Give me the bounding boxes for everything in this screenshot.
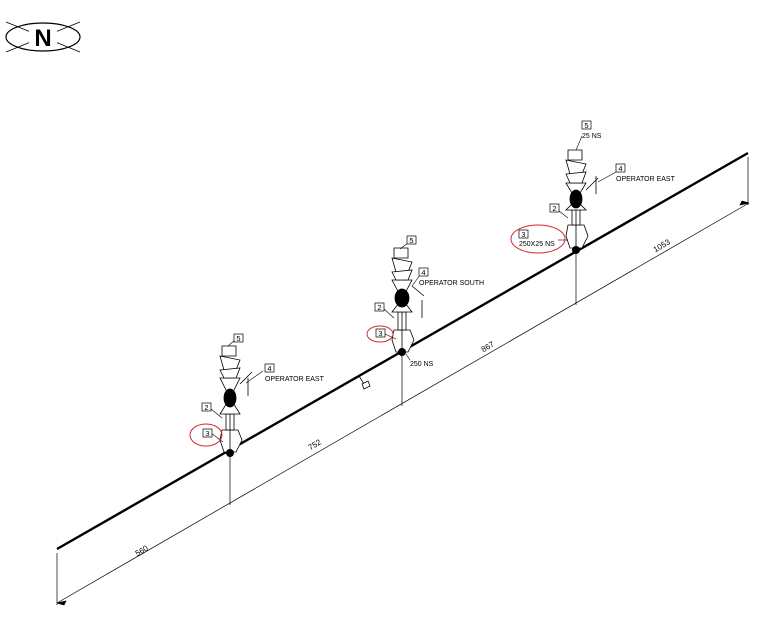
- east-callout-3: 3: [518, 229, 529, 239]
- svg-text:2: 2: [204, 403, 208, 412]
- svg-text:5: 5: [236, 334, 240, 343]
- svg-text:2: 2: [552, 204, 556, 213]
- east-branch-highlight: [510, 224, 566, 254]
- middle-callout-4: 4: [418, 267, 429, 277]
- svg-text:2: 2: [377, 303, 381, 312]
- svg-text:3: 3: [205, 429, 209, 438]
- middle-callout-3: 3: [375, 328, 386, 338]
- east-branch-node: [572, 246, 580, 254]
- west-callout-3: 3: [202, 428, 213, 438]
- svg-text:4: 4: [267, 364, 271, 373]
- svg-text:3: 3: [378, 329, 382, 338]
- east-callout-4: 4: [615, 163, 626, 173]
- dimension-752: 752: [307, 437, 324, 452]
- svg-text:5: 5: [584, 121, 588, 130]
- valve-assembly-east: [565, 149, 599, 249]
- valve-assembly-west: [219, 345, 253, 453]
- svg-text:5: 5: [409, 236, 413, 245]
- east-callout-2: 2: [549, 203, 560, 213]
- dimension-867: 867: [480, 339, 497, 354]
- middle-size-text: 250 NS: [410, 361, 434, 368]
- middle-callout-2: 2: [374, 302, 385, 312]
- dimension-1053: 1053: [652, 237, 672, 254]
- middle-callout-5: 5: [406, 235, 417, 245]
- west-operator-text: OPERATOR EAST: [265, 376, 325, 383]
- middle-operator-text: OPERATOR SOUTH: [419, 280, 484, 287]
- svg-text:3: 3: [521, 230, 525, 239]
- west-callout-5: 5: [233, 333, 244, 343]
- north-letter: N: [34, 25, 51, 52]
- east-top-size-text: 25 NS: [582, 133, 602, 140]
- east-operator-text: OPERATOR EAST: [616, 176, 676, 183]
- west-branch-node: [226, 449, 234, 457]
- middle-branch-node: [398, 348, 406, 356]
- west-branch-highlight: [189, 423, 223, 447]
- pipe-support-marker: [358, 375, 371, 390]
- east-callout-5: 5: [581, 120, 592, 130]
- north-marker: N: [5, 21, 81, 53]
- dimension-line: [56, 157, 750, 606]
- valve-assembly-middle: [391, 247, 425, 353]
- dimension-560: 560: [134, 543, 151, 558]
- west-leaders: [210, 339, 264, 443]
- east-size-text: 250X25 NS: [519, 241, 555, 248]
- west-callout-2: 2: [201, 402, 212, 412]
- middle-branch-highlight: [366, 325, 394, 343]
- west-callout-4: 4: [264, 363, 275, 373]
- svg-text:4: 4: [421, 268, 425, 277]
- svg-text:4: 4: [618, 164, 622, 173]
- east-leaders: [558, 135, 617, 241]
